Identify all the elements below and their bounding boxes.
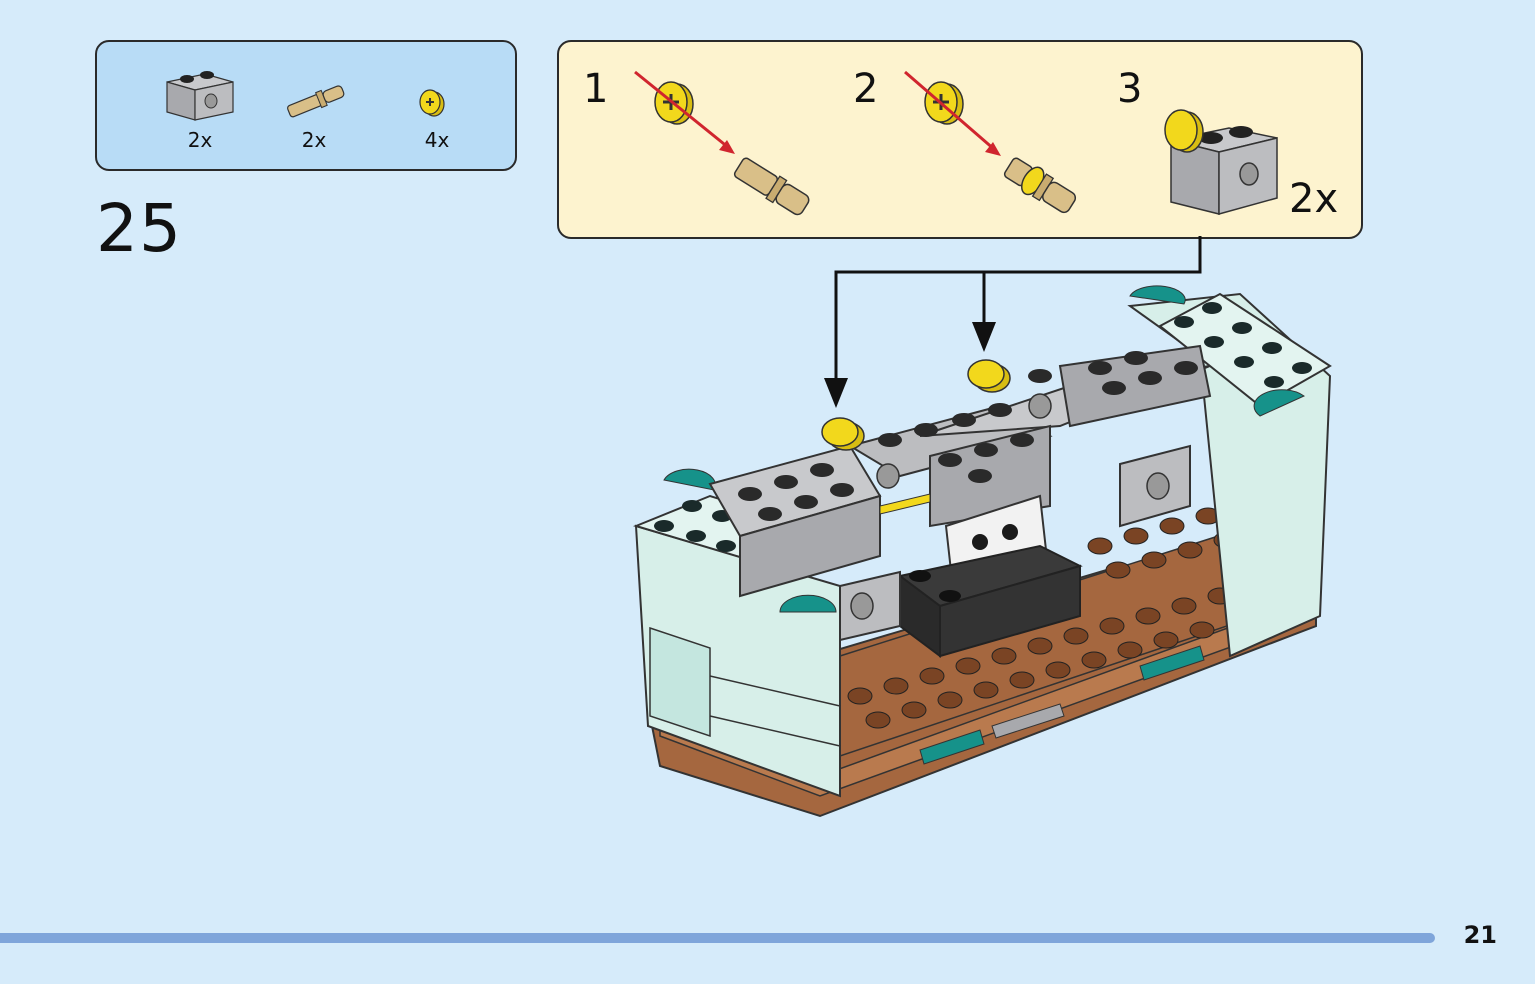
page-number: 21 [1463,921,1497,949]
technic-pin-icon [733,157,810,216]
main-model-illustration [632,236,1332,818]
quantity-label: 2x [187,128,213,152]
red-arrow-icon [634,70,730,150]
sub-step-1-illustration [634,70,810,216]
red-arrow-icon [904,70,996,152]
parts-item-technic-brick: 2x [155,62,245,162]
step-number: 25 [96,190,182,267]
pin-with-bushing-icon [1003,157,1077,214]
sub-step-number: 1 [583,66,609,112]
sub-assembly-box: 1 2 3 [557,40,1363,239]
sub-step-number: 3 [1117,66,1143,112]
sub-step-3-illustration [1164,109,1278,215]
footer-bar [0,933,1435,943]
bushing-icon [967,359,1011,393]
technic-pin-icon [287,85,345,118]
quantity-label: 4x [424,128,450,152]
bushing-icon [419,89,445,117]
bushing-icon [1164,109,1204,153]
sub-assembly-multiplier: 2x [1289,176,1339,222]
parts-item-bushing: 4x [392,62,482,162]
technic-brick-1x2-icon [166,71,234,121]
sub-step-2-illustration [904,70,1077,214]
parts-item-technic-pin: 2x [269,62,359,162]
arrow-down-icon [824,378,848,408]
arrow-down-icon [972,322,996,352]
bushing-icon [821,417,865,451]
sub-step-number: 2 [853,66,879,112]
quantity-label: 2x [301,128,327,152]
parts-list-box: 2x 2x 4x [95,40,517,171]
